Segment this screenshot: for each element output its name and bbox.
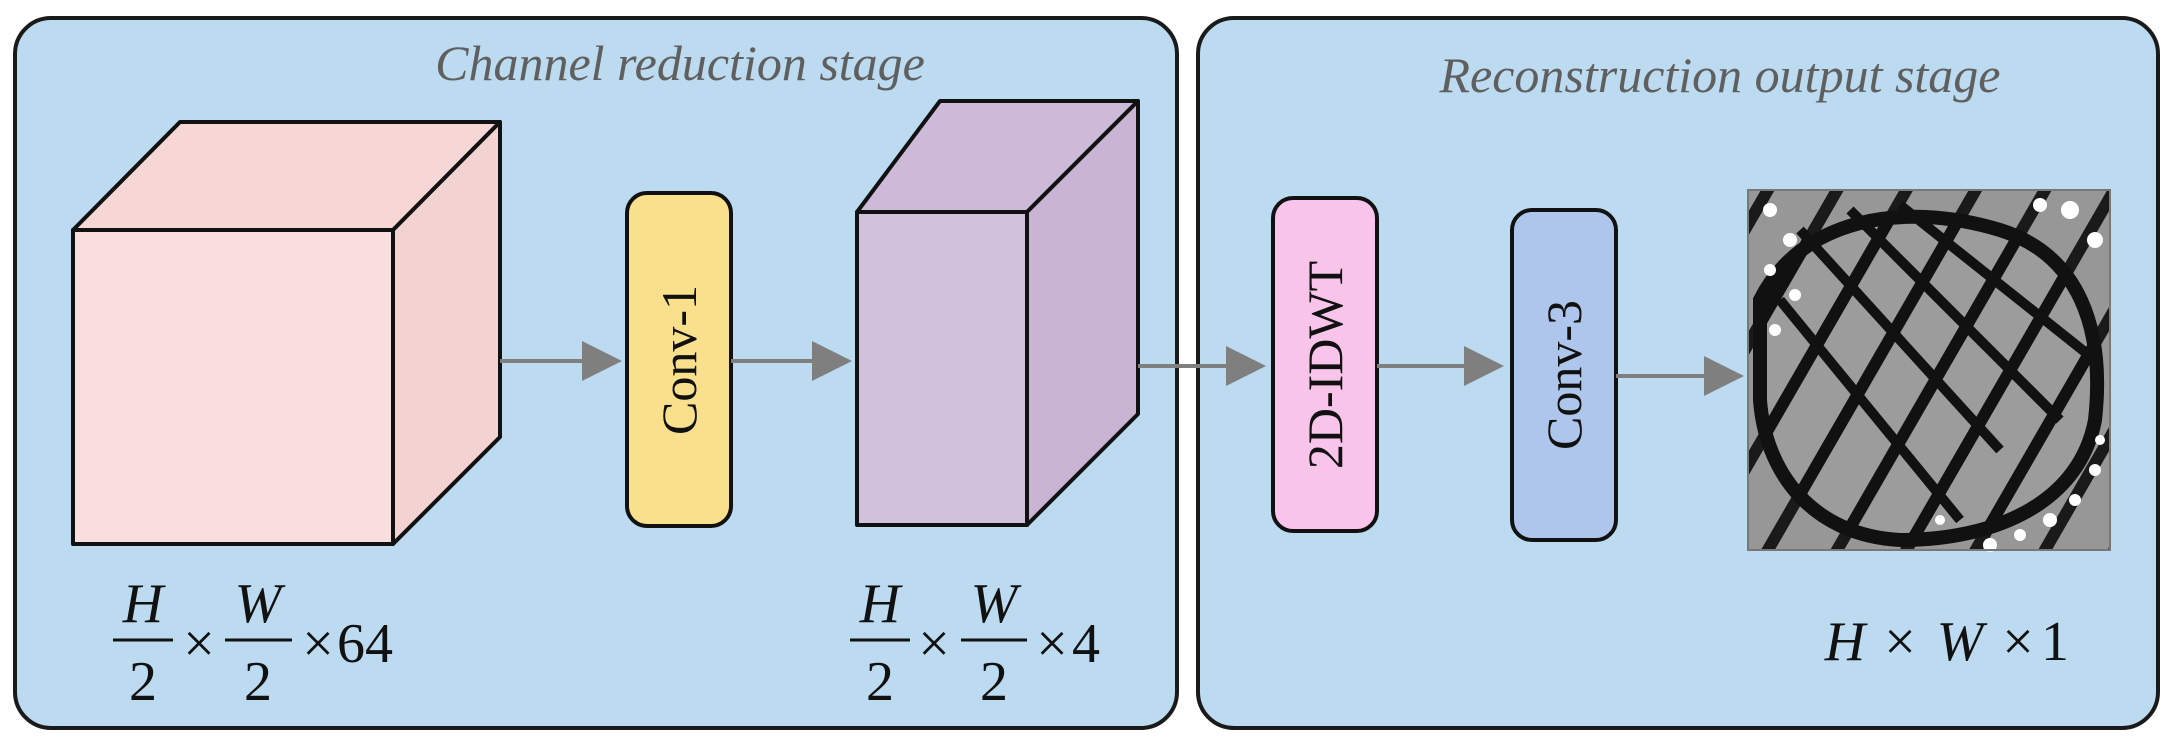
svg-text:×: × xyxy=(302,613,334,675)
idwt-label: 2D-IDWT xyxy=(1297,261,1353,469)
svg-text:×: × xyxy=(918,613,950,675)
svg-text:×: × xyxy=(1036,613,1068,675)
svg-text:H: H xyxy=(859,573,903,635)
reduced-dimension-label: H 2 × W 2 × 4 xyxy=(850,573,1100,713)
svg-text:1: 1 xyxy=(2041,611,2069,673)
reduced-cube-front-face xyxy=(855,210,1029,527)
svg-text:H: H xyxy=(122,573,166,635)
svg-text:2: 2 xyxy=(129,651,157,713)
conv1-label: Conv-1 xyxy=(651,285,707,435)
svg-text:W: W xyxy=(971,573,1022,635)
svg-text:W: W xyxy=(235,573,286,635)
conv3-block: Conv-3 xyxy=(1510,208,1618,542)
svg-text:2: 2 xyxy=(866,651,894,713)
reduced-feature-cube xyxy=(855,99,1140,527)
svg-text:W: W xyxy=(1937,611,1988,673)
cube-front-face xyxy=(71,228,395,546)
svg-text:×: × xyxy=(1884,611,1916,673)
svg-text:2: 2 xyxy=(244,651,272,713)
svg-text:H: H xyxy=(1824,611,1868,673)
svg-text:4: 4 xyxy=(1072,613,1100,675)
input-feature-cube xyxy=(71,120,502,546)
output-butterfly-image xyxy=(1747,189,2111,552)
svg-text:×: × xyxy=(2002,611,2034,673)
conv1-block: Conv-1 xyxy=(625,191,733,528)
idwt-block: 2D-IDWT xyxy=(1271,196,1379,533)
stage-title-right: Reconstruction output stage xyxy=(1438,47,2000,103)
svg-text:2: 2 xyxy=(980,651,1008,713)
conv3-label: Conv-3 xyxy=(1536,300,1592,450)
stage-title-left: Channel reduction stage xyxy=(435,35,925,91)
input-dimension-label: H 2 × W 2 × 64 xyxy=(113,573,393,713)
svg-text:×: × xyxy=(183,613,215,675)
svg-text:64: 64 xyxy=(337,613,393,675)
output-dimension-label: H × W × 1 xyxy=(1824,611,2069,673)
